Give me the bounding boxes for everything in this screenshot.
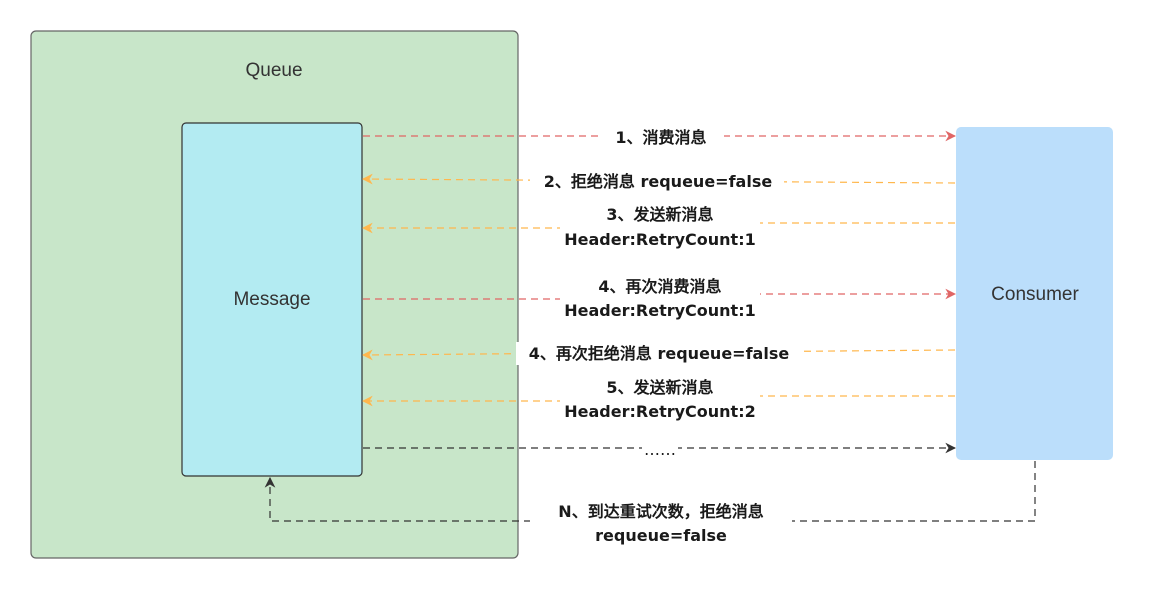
edge-line <box>363 288 957 300</box>
edge-label: 1、消费消息 <box>615 128 706 147</box>
edge-consume: 1、消费消息 <box>363 126 957 148</box>
edge-send-new-1: 3、发送新消息 Header:RetryCount:1 <box>361 203 955 249</box>
edge-reject-again: 4、再次拒绝消息 requeue=false <box>361 342 956 365</box>
edge-label: Header:RetryCount:1 <box>564 230 755 249</box>
edge-label: 3、发送新消息 <box>606 205 713 224</box>
edge-max-retries: N、到达重试次数，拒绝消息 requeue=false <box>264 461 1036 547</box>
edge-line <box>361 395 955 407</box>
message-node <box>181 122 363 477</box>
consumer-label: Consumer <box>991 284 1079 305</box>
queue-label: Queue <box>245 60 302 81</box>
edge-label: 4、再次消费消息 <box>598 277 721 296</box>
edge-label: …… <box>644 440 676 459</box>
edge-consume-again: 4、再次消费消息 Header:RetryCount:1 <box>363 275 957 321</box>
edge-reject: 2、拒绝消息 requeue=false <box>361 170 956 192</box>
edge-line <box>264 461 1036 522</box>
edge-line <box>361 173 956 185</box>
edge-label: 4、再次拒绝消息 requeue=false <box>529 344 790 363</box>
edge-send-new-2: 5、发送新消息 Header:RetryCount:2 <box>361 376 955 422</box>
edge-line <box>361 222 955 234</box>
edge-ellipsis: …… <box>363 440 957 459</box>
edge-label: Header:RetryCount:2 <box>564 402 755 421</box>
edge-label: requeue=false <box>595 526 727 545</box>
edge-label: 2、拒绝消息 requeue=false <box>544 172 773 191</box>
edge-line <box>361 349 956 361</box>
consumer-node <box>956 127 1113 460</box>
edge-label: N、到达重试次数，拒绝消息 <box>558 502 763 521</box>
edge-label: 5、发送新消息 <box>606 378 713 397</box>
message-label: Message <box>233 289 310 310</box>
edge-label: Header:RetryCount:1 <box>564 301 755 320</box>
